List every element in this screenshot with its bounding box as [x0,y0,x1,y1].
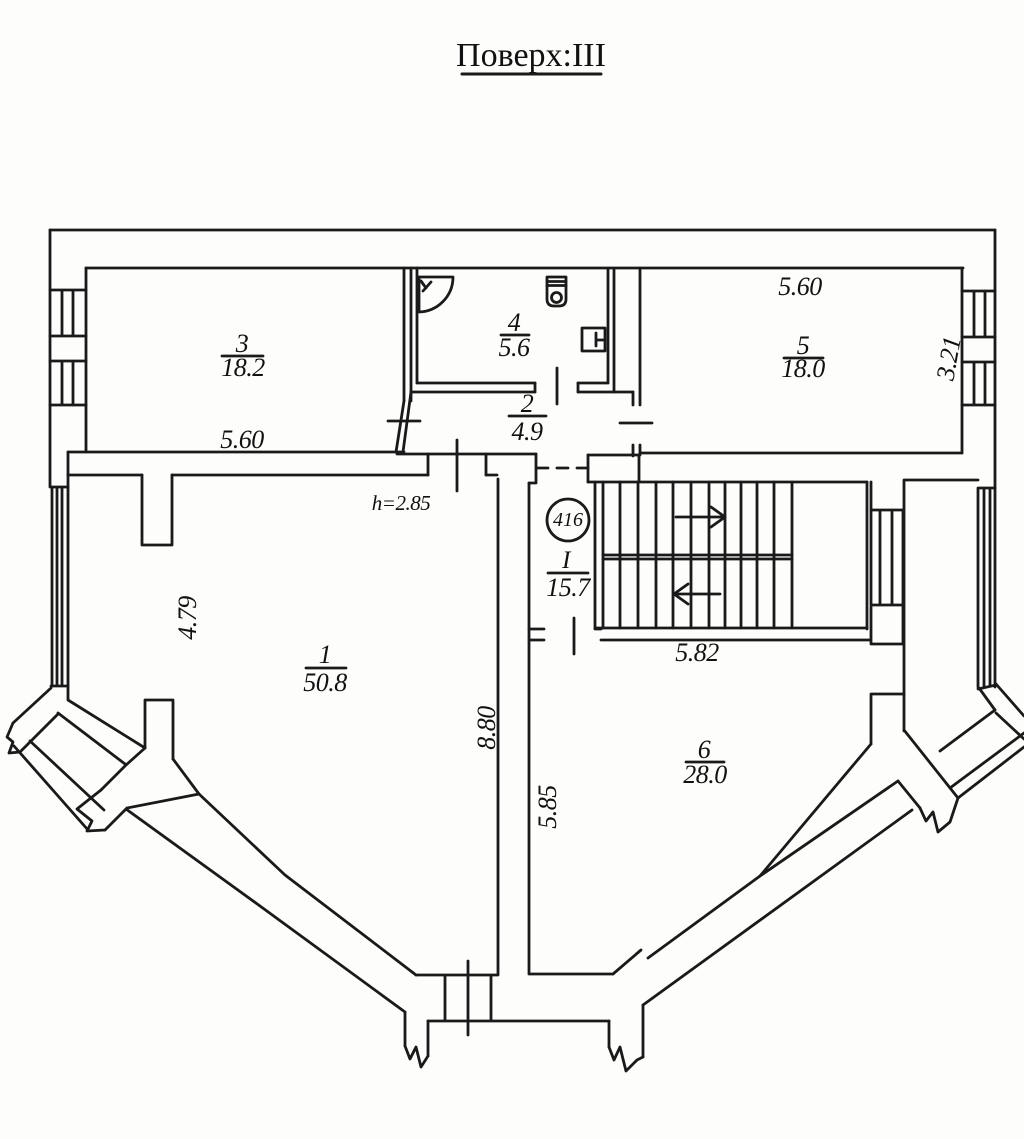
svg-text:h=2.85: h=2.85 [372,491,430,515]
svg-text:5: 5 [797,331,810,360]
svg-text:4: 4 [508,308,521,337]
svg-text:5.60: 5.60 [778,272,822,301]
svg-text:5.82: 5.82 [675,638,719,667]
svg-text:50.8: 50.8 [303,668,347,697]
svg-text:Поверх:III: Поверх:III [456,37,606,74]
svg-text:18.2: 18.2 [221,353,265,382]
svg-text:2: 2 [521,389,534,418]
svg-text:I: I [561,547,572,574]
svg-text:15.7: 15.7 [546,573,591,602]
svg-text:416: 416 [553,509,583,531]
svg-text:4.9: 4.9 [512,417,544,446]
svg-text:1: 1 [319,640,332,669]
svg-text:5.85: 5.85 [533,785,562,829]
svg-text:8.80: 8.80 [472,706,501,750]
svg-text:5.6: 5.6 [499,333,531,362]
svg-text:5.60: 5.60 [220,425,264,454]
svg-text:6: 6 [698,735,711,764]
svg-text:4.79: 4.79 [173,596,202,640]
svg-text:18.0: 18.0 [781,354,825,383]
svg-text:28.0: 28.0 [683,760,727,789]
svg-text:3: 3 [235,329,249,358]
